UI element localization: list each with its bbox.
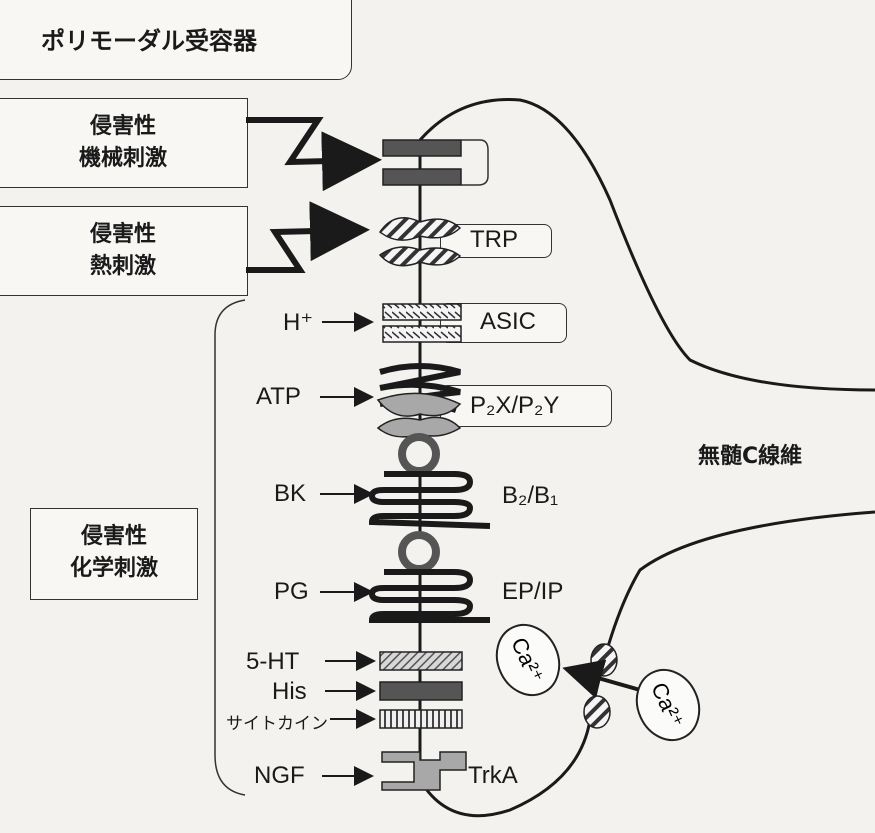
trp-channel bbox=[378, 217, 462, 267]
cytokine-ligand-label: サイトカイン bbox=[226, 714, 328, 733]
chemical-bracket bbox=[214, 299, 246, 796]
h-ligand-label: H⁺ bbox=[283, 309, 313, 336]
epip-receptor-label: EP/IP bbox=[502, 578, 564, 605]
mechanical-stimulus-line1: 侵害性 bbox=[89, 114, 156, 139]
p2-receptor bbox=[376, 363, 462, 438]
trka-receptor-label: TrkA bbox=[468, 762, 518, 789]
trka-receptor bbox=[381, 751, 467, 791]
calcium-flow-arrow bbox=[562, 659, 641, 699]
atp-ligand-label: ATP bbox=[256, 383, 301, 410]
pg-receptor bbox=[368, 531, 490, 623]
chemical-stimulus-line1: 侵害性 bbox=[80, 524, 147, 549]
bk-receptor bbox=[368, 433, 491, 529]
mechanical-channel bbox=[382, 139, 489, 186]
thermal-zigzag-arrow bbox=[246, 201, 370, 273]
thermal-stimulus-line1: 侵害性 bbox=[89, 222, 156, 247]
calcium-oval-outside bbox=[635, 668, 701, 742]
asic-channel bbox=[382, 303, 462, 343]
chemical-stimulus-box: 侵害性 化学刺激 bbox=[30, 508, 198, 600]
thermal-stimulus-box: 侵害性 熱刺激 bbox=[0, 206, 248, 296]
mechanical-stimulus-line2: 機械刺激 bbox=[78, 146, 167, 171]
calcium-oval-inside bbox=[495, 623, 561, 697]
his-receptor bbox=[379, 681, 463, 701]
trp-receptor-label: TRP bbox=[470, 226, 518, 253]
his-ligand-label: His bbox=[272, 678, 307, 705]
asic-receptor-label: ASIC bbox=[480, 308, 537, 335]
title-box: ポリモーダル受容器 bbox=[0, 0, 352, 80]
mechanical-stimulus-box: 侵害性 機械刺激 bbox=[0, 98, 248, 188]
cytokine-receptor bbox=[379, 709, 463, 729]
chemical-stimulus-line2: 化学刺激 bbox=[69, 556, 158, 581]
page-title: ポリモーダル受容器 bbox=[41, 27, 257, 55]
calcium-channel bbox=[583, 643, 618, 729]
ht-ligand-label: 5-HT bbox=[246, 648, 300, 675]
b2b1-receptor-label: B₂/B₁ bbox=[502, 482, 559, 509]
ht-receptor bbox=[379, 651, 463, 671]
bk-ligand-label: BK bbox=[274, 480, 307, 507]
ngf-ligand-label: NGF bbox=[254, 762, 305, 789]
pg-ligand-label: PG bbox=[274, 578, 309, 605]
fiber-label: 無髄C線維 bbox=[698, 444, 803, 469]
p2-label-pill bbox=[440, 385, 612, 427]
p2-receptor-label: P₂X/P₂Y bbox=[470, 392, 560, 419]
thermal-stimulus-line2: 熱刺激 bbox=[89, 254, 156, 279]
mechanical-zigzag-arrow bbox=[246, 117, 382, 192]
fiber-upper-outline bbox=[418, 98, 875, 392]
